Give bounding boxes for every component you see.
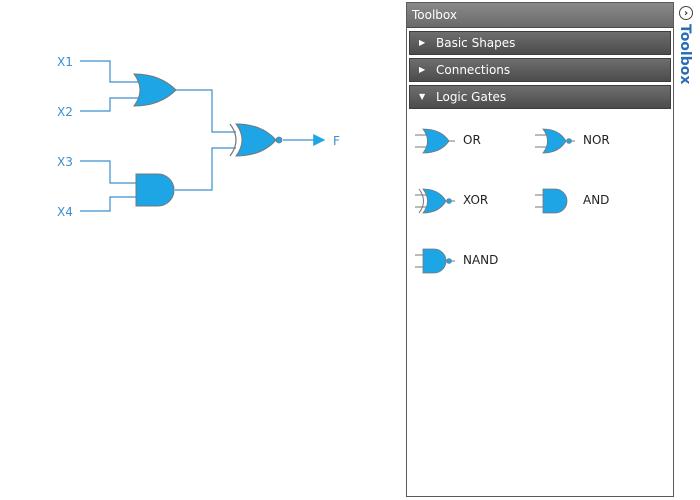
diagram-canvas[interactable]: X1 X2 X3 X4 F [0,0,400,500]
logic-gates-list: OR NOR XOR [407,109,673,309]
gate-label: AND [583,193,610,207]
wires [80,60,236,212]
gate-label: NAND [463,253,499,267]
and-gate-icon [535,188,568,214]
toolbox-tab-label: Toolbox [677,24,693,85]
gate-label: XOR [463,193,489,207]
nand-gate-icon [415,248,455,274]
toolbox-side-tab[interactable]: › Toolbox [676,2,698,102]
expand-arrow-icon: ▶ [419,65,426,74]
group-connections[interactable]: ▶ Connections [409,58,671,82]
input-label-x3: X3 [57,155,73,169]
wire-x3[interactable] [80,160,136,184]
toolbox-item-or[interactable]: OR [415,121,525,161]
wire-x1[interactable] [80,60,140,83]
gate-label: OR [463,133,481,147]
group-label: Basic Shapes [436,36,516,50]
toolbox-item-and[interactable]: AND [535,181,645,221]
toolbox-item-xor[interactable]: XOR [415,181,525,221]
group-label: Connections [436,63,511,77]
input-label-x4: X4 [57,205,73,219]
input-label-x2: X2 [57,105,73,119]
expand-arrow-icon: ▶ [419,38,426,47]
chevron-right-icon[interactable]: › [679,6,693,20]
and-gate[interactable] [135,173,175,207]
toolbox-item-nand[interactable]: NAND [415,241,525,281]
input-label-x1: X1 [57,55,73,69]
gate-label: NOR [583,133,610,147]
toolbox-title: Toolbox [407,3,673,28]
wire-and-to-xnor[interactable] [175,147,236,191]
collapse-arrow-icon: ▼ [419,92,426,101]
toolbox-panel: Toolbox ▶ Basic Shapes ▶ Connections ▼ L… [406,2,674,497]
toolbox-item-nor[interactable]: NOR [535,121,645,161]
wire-or-to-xnor[interactable] [176,89,236,133]
xor-gate-icon [415,188,455,214]
group-label: Logic Gates [436,90,507,104]
wire-x2[interactable] [80,97,140,112]
output-label-f: F [333,134,340,148]
group-logic-gates[interactable]: ▼ Logic Gates [409,85,671,109]
xnor-gate[interactable] [229,123,283,157]
or-gate[interactable] [133,73,177,107]
or-gate-icon [415,128,455,154]
group-basic-shapes[interactable]: ▶ Basic Shapes [409,31,671,55]
nor-gate-icon [535,128,575,154]
wire-x4[interactable] [80,196,136,212]
